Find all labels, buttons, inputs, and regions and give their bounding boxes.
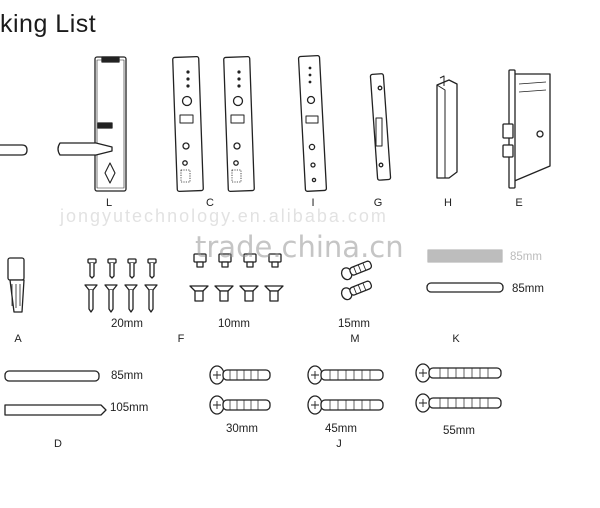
size-label-j-30mm: 30mm xyxy=(226,423,258,435)
mortise-e-drawing xyxy=(502,69,551,189)
handle-l-drawing xyxy=(57,56,127,192)
watermark-faint: jongyutechnology.en.alibaba.com xyxy=(60,206,388,226)
part-label-j: J xyxy=(336,438,342,450)
part-label-d: D xyxy=(54,438,62,450)
page-title: king List xyxy=(0,10,97,38)
screws-m-drawing xyxy=(340,260,373,301)
screws-f-20mm-drawing xyxy=(84,258,158,313)
key-a-drawing xyxy=(7,257,25,313)
spindles-k-drawing xyxy=(426,249,504,293)
part-label-a: A xyxy=(14,333,22,345)
part-label-h: H xyxy=(444,197,452,209)
part-label-f: F xyxy=(177,333,185,345)
part-label-e: E xyxy=(515,197,523,209)
size-label-f-20mm: 20mm xyxy=(111,318,143,330)
size-label-f-10mm: 10mm xyxy=(218,318,250,330)
part-label-g: G xyxy=(373,197,383,209)
part-label-i: I xyxy=(311,197,315,209)
size-label-j-45mm: 45mm xyxy=(325,423,357,435)
partial-handle-drawing xyxy=(0,144,28,156)
size-label-k-top: 85mm xyxy=(510,251,542,263)
size-label-d-105mm: 105mm xyxy=(110,402,149,414)
size-label-k-85mm: 85mm xyxy=(512,283,544,295)
size-label-d-85mm: 85mm xyxy=(111,370,143,382)
size-label-j-55mm: 55mm xyxy=(443,425,475,437)
plate-i-drawing xyxy=(297,54,328,192)
spindles-d-drawing xyxy=(4,370,107,416)
part-label-k: K xyxy=(452,333,460,345)
screws-f-10mm-drawing xyxy=(189,253,284,302)
part-label-m: M xyxy=(350,333,360,345)
strike-box-h-drawing xyxy=(436,75,458,179)
plates-c-drawing xyxy=(172,56,255,192)
watermark-main: trade.china.cn xyxy=(195,230,404,264)
part-label-l: L xyxy=(105,197,113,209)
strike-plate-g-drawing xyxy=(369,73,392,181)
part-label-c: C xyxy=(206,197,214,209)
size-label-m-15mm: 15mm xyxy=(338,318,370,330)
screws-j-drawing xyxy=(209,363,502,415)
